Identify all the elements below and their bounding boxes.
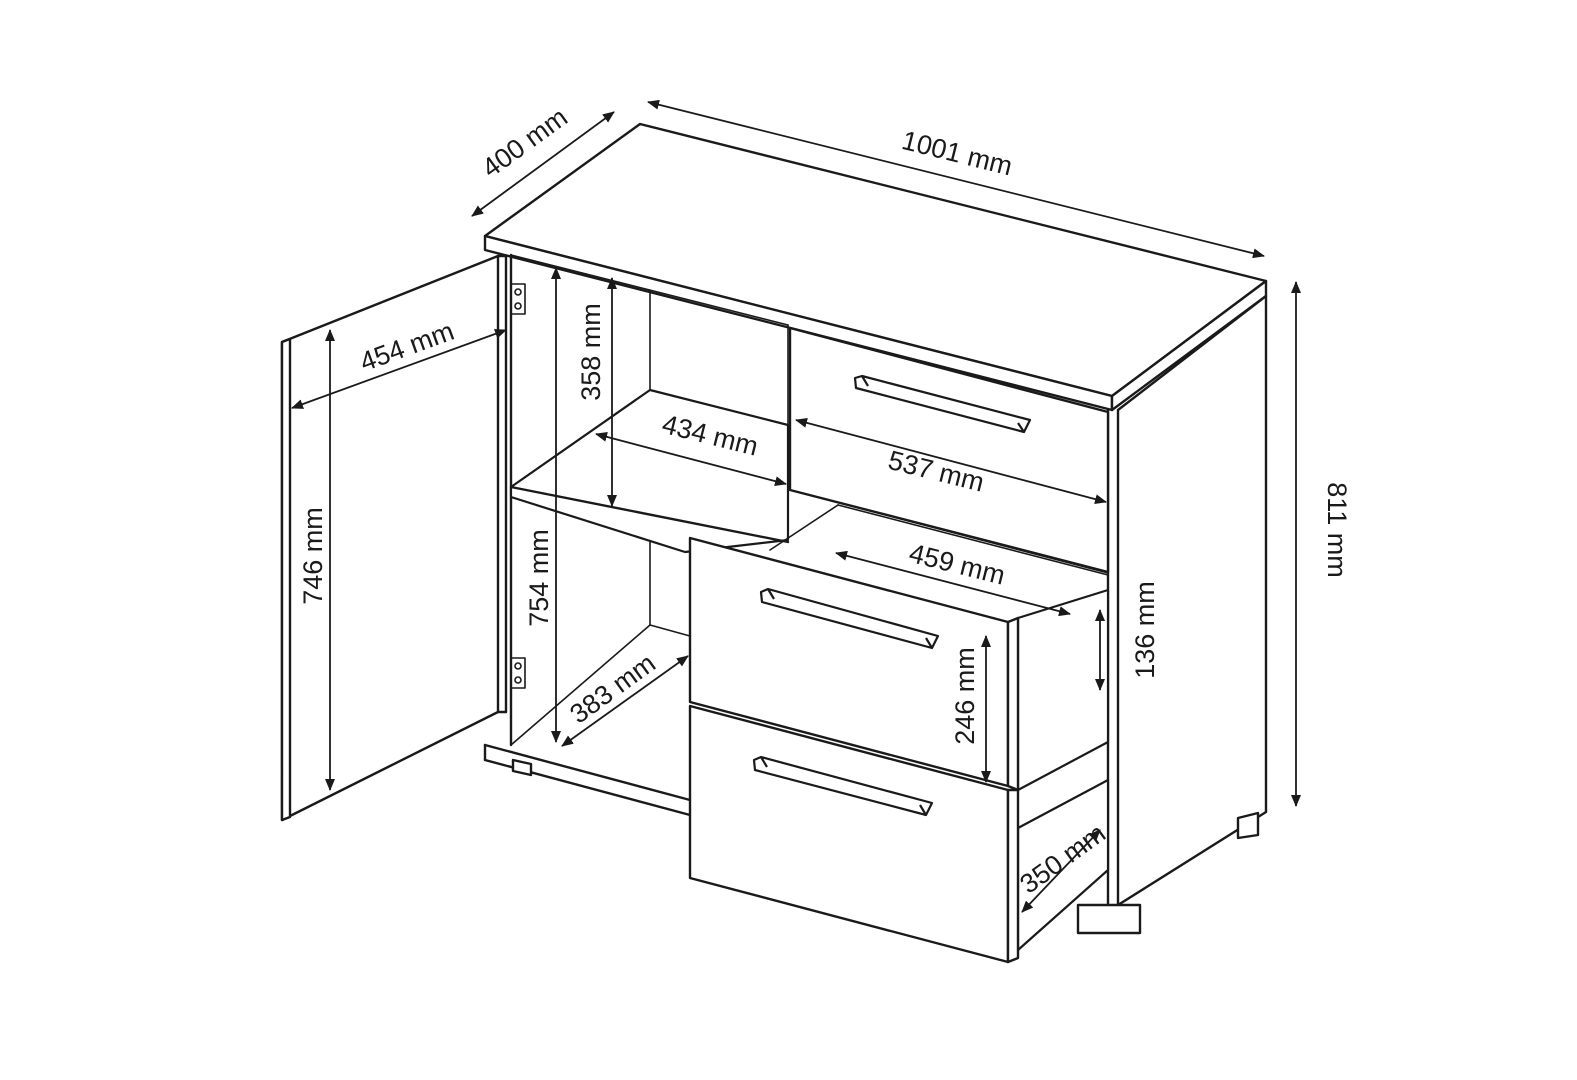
shelf [509, 388, 790, 554]
width-label: 1001 mm [899, 125, 1015, 181]
front-right-foot [1076, 903, 1142, 935]
depth-label: 400 mm [476, 102, 573, 184]
drawer-depth-arrow [1021, 829, 1101, 913]
height-label: 811 mm [1322, 482, 1352, 578]
width-arrow [647, 99, 1265, 259]
drawer-front-height-label: 246 mm [950, 647, 980, 745]
top-drawer-width-arrow [795, 417, 1107, 505]
hinge-bottom-icon [510, 657, 526, 689]
middle-drawer[interactable] [688, 536, 1110, 792]
bottom-drawer-handle-icon [752, 755, 934, 817]
dimension-lines [291, 99, 1301, 913]
middle-drawer-handle-icon [759, 587, 940, 650]
inner-depth-label: 383 mm [564, 648, 661, 730]
back-right-foot [1236, 811, 1260, 840]
inner-height-label: 754 mm [524, 529, 554, 627]
shelf-depth-arrow [595, 431, 787, 487]
drawer-side-height-label: 136 mm [1130, 581, 1160, 679]
drawer-inner-width-arrow [835, 550, 1071, 617]
depth-arrow [471, 111, 615, 217]
hinge-top-icon [510, 283, 526, 315]
right-side-panel [1116, 294, 1268, 907]
upper-compartment-height-label: 358 mm [576, 303, 606, 401]
door-height-label: 746 mm [298, 507, 328, 605]
inner-depth-arrow [561, 655, 689, 747]
front-left-foot [511, 758, 533, 777]
